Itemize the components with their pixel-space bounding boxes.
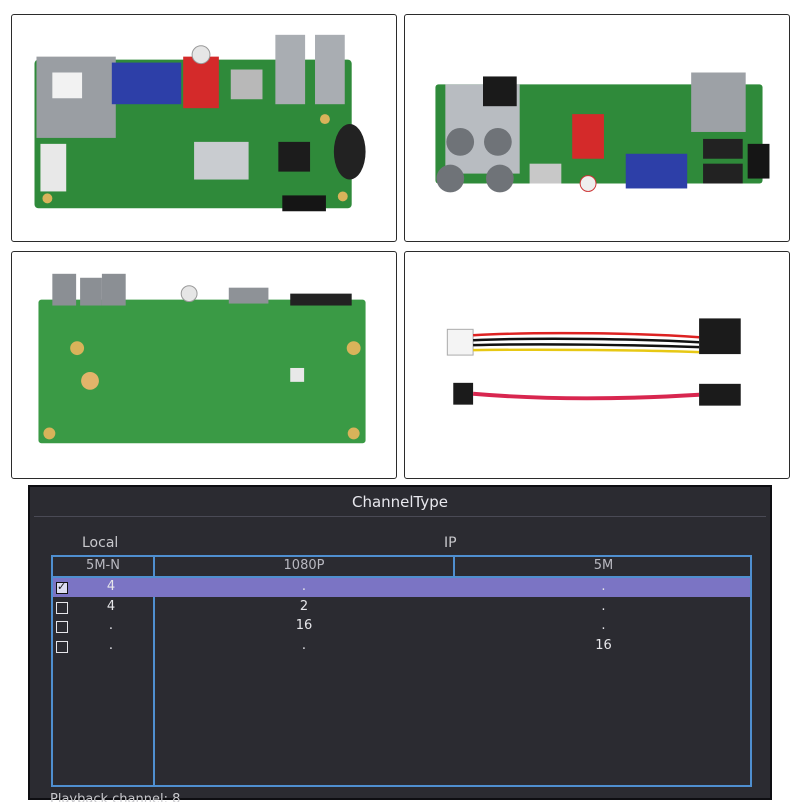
table-row[interactable]: . 16. (53, 617, 750, 636)
panel-title: ChannelType (351, 493, 449, 511)
cell-ip-1080p[interactable]: 2 (299, 598, 309, 614)
column-header-5m: 5M (593, 558, 614, 573)
channel-type-panel: ChannelType Local IP 5M-N 1080P 5M 4..42… (28, 485, 772, 802)
column-divider (153, 557, 155, 785)
sata-cables-photo (404, 251, 790, 479)
column-divider (453, 557, 455, 576)
cell-local-5m-n[interactable]: . (108, 637, 114, 653)
row-checkbox[interactable] (56, 640, 68, 653)
column-header-5m-n: 5M-N (86, 558, 120, 573)
row-checkbox[interactable] (56, 601, 68, 614)
cell-ip-5m[interactable]: 16 (595, 637, 612, 653)
row-checkbox[interactable] (56, 621, 68, 633)
board-rear-ports-photo (404, 14, 790, 242)
ip-section-label: IP (444, 535, 457, 551)
cell-ip-1080p[interactable]: . (301, 637, 307, 653)
dvr-board-ports-image (435, 72, 770, 193)
header-divider (53, 576, 750, 578)
table-row[interactable]: 4.. (53, 578, 750, 597)
dvr-board-back-image (38, 273, 366, 444)
cell-ip-1080p[interactable]: 16 (295, 618, 313, 633)
board-back-photo (11, 251, 397, 479)
channel-type-table: 5M-N 1080P 5M 4..42..16...16 (51, 555, 752, 787)
column-header-1080p: 1080P (283, 558, 325, 573)
cell-ip-5m[interactable]: . (601, 598, 606, 614)
cell-local-5m-n[interactable]: 4 (106, 579, 116, 594)
cell-local-5m-n[interactable]: . (108, 618, 114, 633)
table-row[interactable]: 4 2. (53, 598, 750, 617)
dvr-board-front-image (34, 34, 366, 212)
cell-ip-5m[interactable]: . (601, 579, 606, 594)
table-row[interactable]: .. 16 (53, 637, 750, 656)
cell-ip-1080p[interactable]: . (301, 579, 307, 594)
local-section-label: Local (82, 535, 119, 551)
board-front-photo (11, 14, 397, 242)
cell-local-5m-n[interactable]: 4 (106, 598, 116, 614)
footer-text: Playback channel: 8 (50, 792, 181, 802)
row-checkbox[interactable] (56, 580, 68, 594)
title-divider (34, 516, 766, 517)
sata-cable-image (446, 318, 741, 406)
cell-ip-5m[interactable]: . (601, 618, 606, 633)
